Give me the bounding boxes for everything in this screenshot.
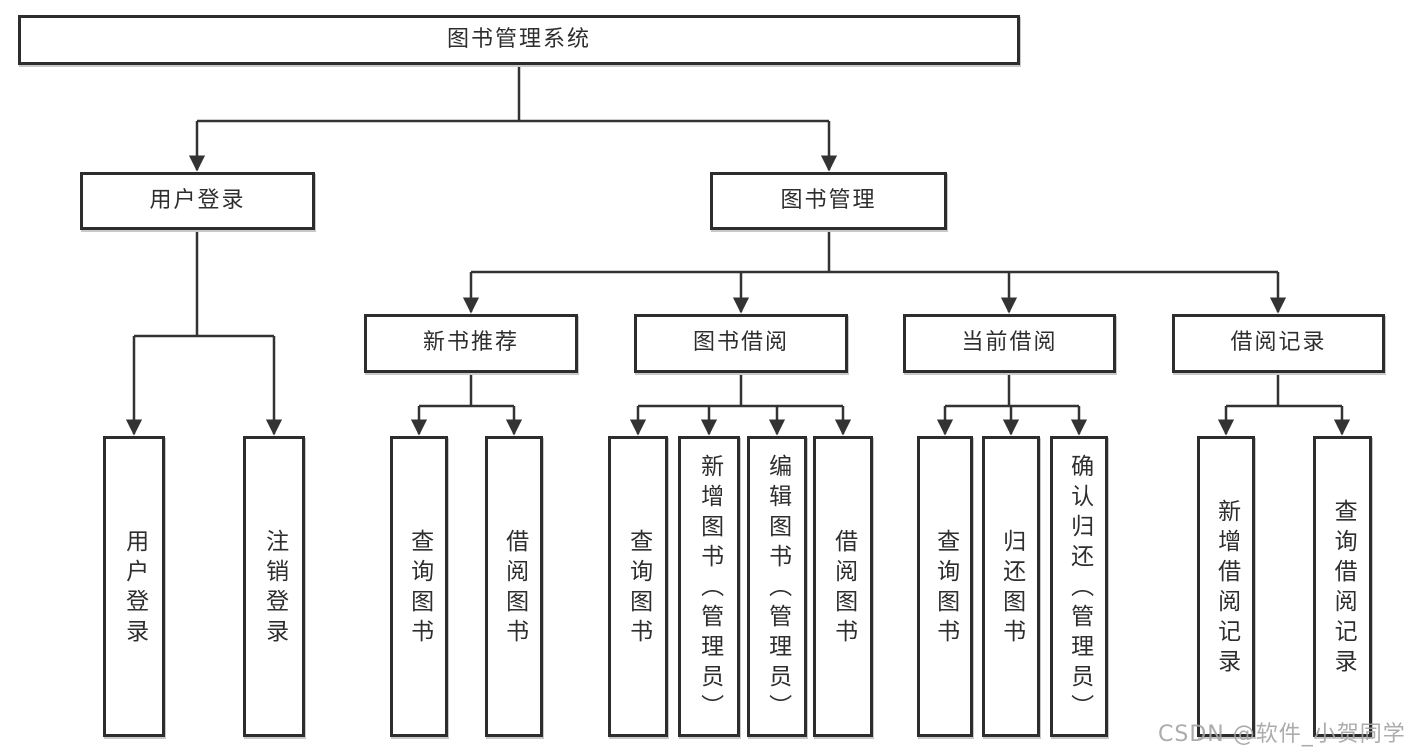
node-borrowing-records: 借阅记录 bbox=[1172, 314, 1385, 373]
leaf-add-borrow-record: 新增借阅记录 bbox=[1197, 436, 1255, 737]
node-current-borrowing: 当前借阅 bbox=[903, 314, 1116, 373]
leaf-query-borrow-record: 查询借阅记录 bbox=[1313, 436, 1372, 737]
node-user-login: 用户登录 bbox=[80, 172, 315, 230]
leaf-confirm-return-admin: 确认归还（管理员） bbox=[1050, 436, 1108, 737]
leaf-borrow-books-recommend: 借阅图书 bbox=[485, 436, 543, 737]
leaf-query-books-current: 查询图书 bbox=[917, 436, 973, 737]
csdn-watermark: CSDN @软件_小贺同学 bbox=[1158, 722, 1405, 747]
leaf-logout: 注销登录 bbox=[243, 436, 305, 737]
node-new-book-recommend: 新书推荐 bbox=[364, 314, 578, 373]
node-book-borrowing: 图书借阅 bbox=[634, 314, 848, 373]
node-root-system: 图书管理系统 bbox=[18, 15, 1020, 65]
leaf-add-books-admin: 新增图书（管理员） bbox=[678, 436, 740, 737]
node-book-management: 图书管理 bbox=[710, 172, 947, 230]
leaf-return-books: 归还图书 bbox=[982, 436, 1040, 737]
leaf-query-books-recommend: 查询图书 bbox=[390, 436, 448, 737]
leaf-borrow-books: 借阅图书 bbox=[813, 436, 873, 737]
leaf-user-login: 用户登录 bbox=[103, 436, 165, 737]
leaf-query-books-borrow: 查询图书 bbox=[608, 436, 668, 737]
leaf-edit-books-admin: 编辑图书（管理员） bbox=[747, 436, 807, 737]
